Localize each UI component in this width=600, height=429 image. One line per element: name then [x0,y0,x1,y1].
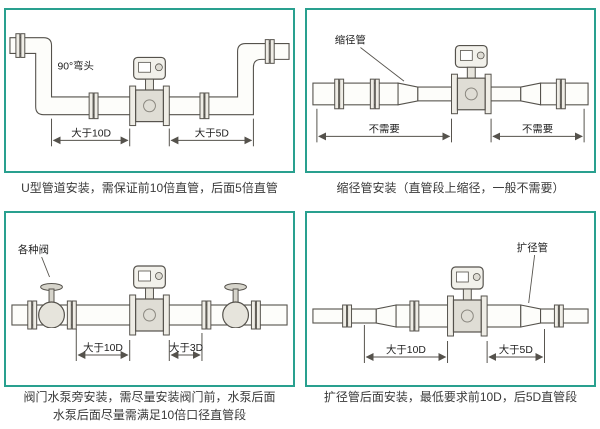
flowmeter-icon [446,266,488,337]
dimension-right: 大于3D [168,333,204,362]
dim-label-right: 不需要 [522,123,553,135]
pipe-flanges [334,78,566,110]
caption-line: 扩径管后面安装，最低要求前10D，后5D直管段 [323,390,578,405]
expander-diagram: 扩径管 大于10D 大于5D [312,241,589,364]
leader-line [360,47,405,82]
caption-line: 水泵后面尽量需满足10倍口径直管段 [52,407,247,422]
caption-valve-pump: 阀门水泵旁安装，需尽量安装阀门前，水泵后面 水泵后面尽量需满足10倍口径直管段 [4,389,295,424]
part-label: 缩径管 [335,34,366,47]
dimension-left: 不需要 [316,108,452,143]
dimension-left: 大于10D [75,329,131,362]
dim-label-right: 大于3D [169,341,203,354]
pipe-flanges [15,33,275,120]
panel-u-pipe: 90°弯头 大于10D 大于5D [4,8,295,173]
caption-u-pipe: U型管道安装，需保证前10倍直管，后面5倍直管 [4,180,295,197]
dim-label-left: 大于10D [386,343,426,356]
leader-line [528,255,536,304]
u-pipe-diagram: 90°弯头 大于10D 大于5D [9,33,290,147]
dim-label-right: 大于5D [195,126,229,139]
pipe-flanges [27,300,261,330]
flowmeter-icon [129,265,170,336]
dimension-right: 不需要 [490,108,585,143]
valve-icon [38,283,65,329]
caption-expander: 扩径管后面安装，最低要求前10D，后5D直管段 [305,389,596,406]
dimension-left: 大于10D [363,325,449,364]
cell-valve-pump: 各种阀 大于10D 大于3D 阀门水泵旁安装，需尽量安装阀门前，水泵后面 水泵后 [4,211,295,424]
pipe-flanges [342,300,564,332]
dim-label-left: 大于10D [83,341,123,354]
panel-expander: 扩径管 大于10D 大于5D [305,211,596,388]
reducer-diagram: 缩径管 不需要 不需要 [312,34,589,143]
flowmeter-icon [450,44,492,115]
caption-line: 阀门水泵旁安装，需尽量安装阀门前，水泵后面 [23,390,276,405]
panel-valve-pump: 各种阀 大于10D 大于3D [4,211,295,388]
dimension-right: 大于5D [168,118,254,147]
cell-reducer: 缩径管 不需要 不需要 缩径管安装（直管段上缩径，一般不需要） [305,8,596,197]
valve-pump-diagram: 各种阀 大于10D 大于3D [11,243,288,362]
dim-label-right: 大于5D [499,343,533,356]
part-label: 扩径管 [517,241,548,254]
dim-label-left: 不需要 [369,123,400,135]
cell-expander: 扩径管 大于10D 大于5D 扩径管后面安装，最低要求前10D，后5D直管段 [305,211,596,424]
flowmeter-icon [129,56,170,127]
pump-icon [222,283,250,329]
caption-line: U型管道安装，需保证前10倍直管，后面5倍直管 [21,181,278,195]
panel-reducer: 缩径管 不需要 不需要 [305,8,596,173]
dimension-right: 大于5D [486,329,546,364]
part-label: 各种阀 [18,243,49,256]
pipe-run [312,82,589,106]
cell-u-pipe: 90°弯头 大于10D 大于5D U型管道安装，需保证前10倍直管，后面5倍直管 [4,8,295,197]
dim-label-left: 大于10D [71,126,111,139]
caption-reducer: 缩径管安装（直管段上缩径，一般不需要） [305,180,596,197]
leader-line [41,257,50,278]
dimension-left: 大于10D [51,118,131,147]
caption-line: 缩径管安装（直管段上缩径，一般不需要） [336,181,565,195]
elbow-label: 90°弯头 [57,59,93,72]
